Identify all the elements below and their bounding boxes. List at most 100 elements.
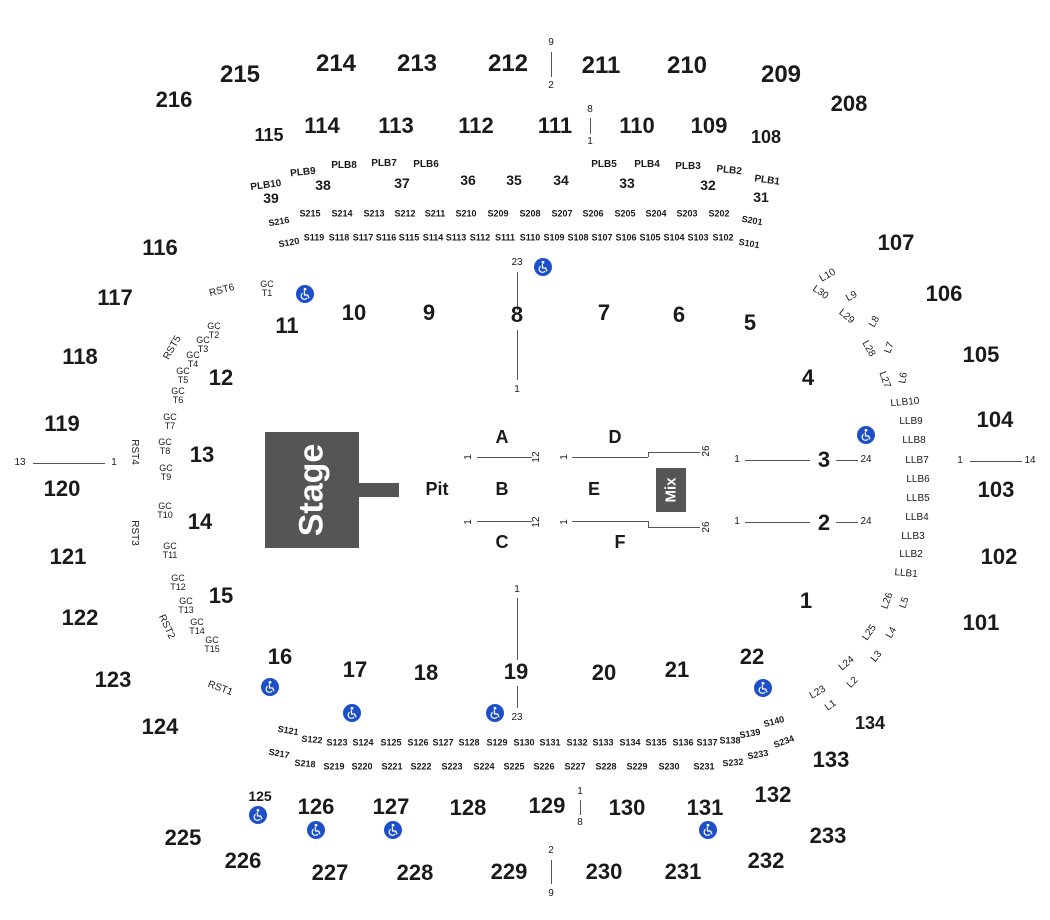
section-fa[interactable]: A <box>495 427 509 447</box>
section-u211[interactable]: S211 <box>424 208 446 219</box>
section-f11[interactable]: 11 <box>275 313 299 338</box>
section-l26[interactable]: L26 <box>879 591 896 611</box>
section-n32[interactable]: 32 <box>700 177 716 193</box>
section-c225[interactable]: S225 <box>503 761 525 772</box>
section-gct12[interactable]: GC T12 <box>170 573 186 592</box>
section-t109[interactable]: S109 <box>543 232 565 243</box>
section-u208[interactable]: S208 <box>519 208 541 219</box>
section-c228[interactable]: S228 <box>595 761 617 772</box>
section-gct6[interactable]: GC T6 <box>171 386 185 405</box>
section-llb8[interactable]: LLB8 <box>902 435 926 446</box>
section-b129[interactable]: S129 <box>486 737 508 748</box>
section-s213[interactable]: 213 <box>396 50 438 77</box>
section-l7[interactable]: L7 <box>882 340 897 355</box>
section-t108[interactable]: S108 <box>567 232 589 243</box>
section-b132[interactable]: S132 <box>566 737 588 748</box>
section-l23[interactable]: L23 <box>807 683 828 702</box>
section-gct11[interactable]: GC T11 <box>162 541 178 560</box>
section-s122[interactable]: 122 <box>61 605 99 630</box>
section-f3[interactable]: 3 <box>817 447 831 472</box>
section-b123[interactable]: S123 <box>326 737 348 748</box>
section-c219[interactable]: S219 <box>323 761 345 772</box>
section-rst4[interactable]: RST4 <box>129 439 140 465</box>
section-u202[interactable]: S202 <box>708 208 730 219</box>
section-l1[interactable]: L1 <box>823 697 839 714</box>
section-c227[interactable]: S227 <box>564 761 586 772</box>
section-c233[interactable]: S233 <box>746 747 770 762</box>
section-plb5[interactable]: PLB5 <box>591 159 617 170</box>
section-llb2[interactable]: LLB2 <box>899 549 923 560</box>
section-t107[interactable]: S107 <box>591 232 613 243</box>
section-plb2[interactable]: PLB2 <box>715 163 743 178</box>
section-u201[interactable]: S201 <box>740 213 764 228</box>
section-s114[interactable]: 114 <box>304 113 340 138</box>
section-b130[interactable]: S130 <box>513 737 535 748</box>
section-u204[interactable]: S204 <box>645 208 667 219</box>
section-c222[interactable]: S222 <box>410 761 432 772</box>
section-c217[interactable]: S217 <box>267 746 291 761</box>
section-t101[interactable]: S101 <box>737 236 761 251</box>
section-l10[interactable]: L10 <box>817 266 838 285</box>
section-s225[interactable]: 225 <box>164 825 202 850</box>
section-u215[interactable]: S215 <box>299 208 321 219</box>
section-f20[interactable]: 20 <box>591 660 617 685</box>
section-f7[interactable]: 7 <box>597 300 611 325</box>
section-l27[interactable]: L27 <box>876 370 893 390</box>
section-t115[interactable]: S115 <box>398 232 420 243</box>
section-c234[interactable]: S234 <box>772 733 796 750</box>
section-t120[interactable]: S120 <box>277 235 301 250</box>
section-s123[interactable]: 123 <box>94 667 132 692</box>
section-f12[interactable]: 12 <box>208 365 234 390</box>
section-s120[interactable]: 120 <box>43 476 81 501</box>
section-l9[interactable]: L9 <box>844 289 860 305</box>
section-s227[interactable]: 227 <box>311 860 349 885</box>
section-b140[interactable]: S140 <box>762 713 786 730</box>
section-l4[interactable]: L4 <box>884 625 900 641</box>
section-s210[interactable]: 210 <box>666 52 708 79</box>
section-b138[interactable]: S138 <box>719 735 741 746</box>
section-b137[interactable]: S137 <box>696 737 718 748</box>
section-fc[interactable]: C <box>495 532 509 552</box>
section-llb7[interactable]: LLB7 <box>905 455 929 466</box>
section-s209[interactable]: 209 <box>760 61 802 88</box>
section-s128[interactable]: 128 <box>449 795 487 820</box>
section-c232[interactable]: S232 <box>722 756 744 769</box>
section-gct8[interactable]: GC T8 <box>158 437 172 456</box>
section-f13[interactable]: 13 <box>189 442 215 467</box>
section-t116[interactable]: S116 <box>375 232 397 243</box>
section-s231[interactable]: 231 <box>664 859 702 884</box>
section-l28[interactable]: L28 <box>859 338 878 359</box>
section-n34[interactable]: 34 <box>553 172 569 188</box>
section-rst1[interactable]: RST1 <box>206 678 235 699</box>
section-l3[interactable]: L3 <box>868 648 885 665</box>
section-b125[interactable]: S125 <box>380 737 402 748</box>
section-l5[interactable]: L5 <box>897 595 912 610</box>
section-s104[interactable]: 104 <box>976 407 1014 432</box>
section-b135[interactable]: S135 <box>645 737 667 748</box>
section-rst6[interactable]: RST6 <box>208 281 236 300</box>
section-s106[interactable]: 106 <box>925 281 963 306</box>
section-f22[interactable]: 22 <box>739 644 765 669</box>
section-s125[interactable]: 125 <box>248 788 272 804</box>
section-l29[interactable]: L29 <box>836 307 857 327</box>
section-b122[interactable]: S122 <box>301 733 323 746</box>
section-fb[interactable]: B <box>495 479 509 499</box>
section-s112[interactable]: 112 <box>458 113 494 138</box>
section-s216[interactable]: 216 <box>155 87 193 112</box>
section-u203[interactable]: S203 <box>676 208 698 219</box>
section-plb6[interactable]: PLB6 <box>413 159 439 170</box>
section-f14[interactable]: 14 <box>187 509 213 534</box>
section-c224[interactable]: S224 <box>473 761 495 772</box>
section-fd[interactable]: D <box>608 427 622 447</box>
section-l2[interactable]: L2 <box>844 674 861 691</box>
section-rst3[interactable]: RST3 <box>129 520 140 546</box>
section-s121[interactable]: 121 <box>49 544 87 569</box>
section-s215[interactable]: 215 <box>219 61 261 88</box>
section-c229[interactable]: S229 <box>626 761 648 772</box>
section-gct2[interactable]: GC T2 <box>207 321 221 340</box>
section-c221[interactable]: S221 <box>381 761 403 772</box>
section-t102[interactable]: S102 <box>712 232 734 243</box>
section-s132[interactable]: 132 <box>754 782 792 807</box>
section-f16[interactable]: 16 <box>267 644 293 669</box>
section-t118[interactable]: S118 <box>328 232 350 243</box>
